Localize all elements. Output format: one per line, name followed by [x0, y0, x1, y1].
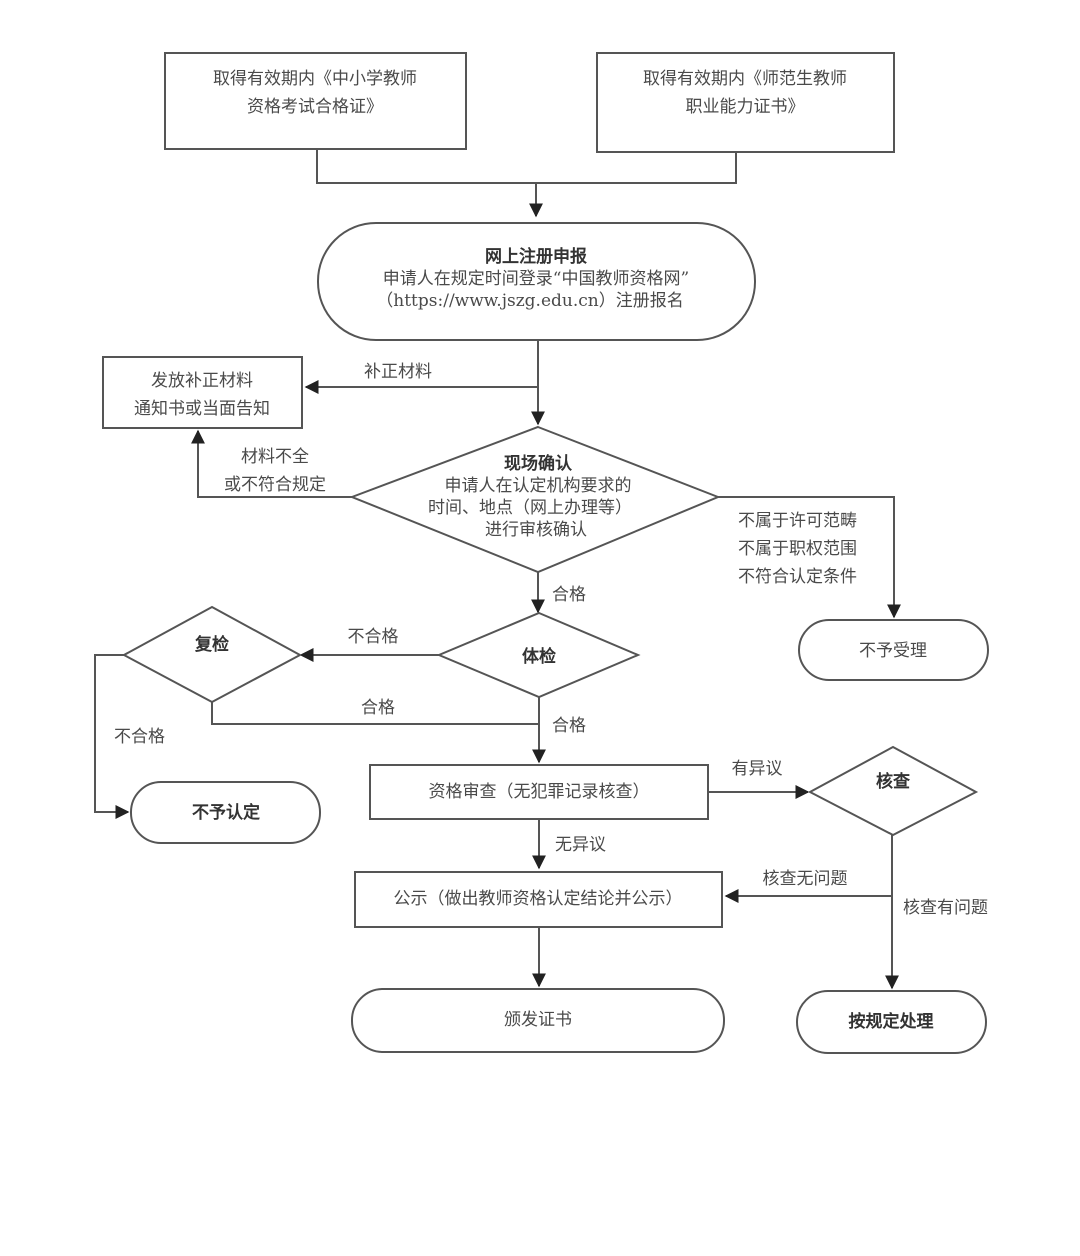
node-text: 按规定处理 — [849, 1011, 934, 1032]
node-verify: 核查 — [807, 745, 979, 837]
edge-cert-exam-merge — [316, 150, 737, 184]
edge-label-reexam-fail: 不合格 — [114, 727, 165, 747]
edge-label-incomplete: 材料不全 — [241, 447, 309, 467]
node-text: 申请人在规定时间登录“中国教师资格网” — [383, 269, 689, 289]
node-re-exam: 复检 — [121, 605, 303, 704]
node-not-accepted: 不予受理 — [798, 619, 989, 681]
node-text: 职业能力证书》 — [686, 97, 805, 117]
edge-label-rejected-reason: 不属于职权范围 — [738, 539, 857, 559]
node-text: 时间、地点（网上办理等） — [428, 498, 632, 518]
edge-label-onsite-pass: 合格 — [552, 585, 586, 605]
node-text: 核查 — [876, 771, 911, 792]
edge-label-verify-problem: 核查有问题 — [903, 898, 988, 918]
node-issue-cert: 颁发证书 — [351, 988, 725, 1053]
edge-reexam-to-not-certified — [94, 654, 130, 819]
edge-label-has-objection: 有异议 — [732, 759, 783, 779]
node-online-register: 网上注册申报 申请人在规定时间登录“中国教师资格网” （https://www.… — [317, 222, 756, 341]
node-physical-exam: 体检 — [436, 611, 641, 699]
edge-label-rejected-reason: 不符合认定条件 — [738, 567, 857, 587]
node-text: 复检 — [194, 634, 229, 655]
node-text: 不予受理 — [859, 641, 927, 661]
node-text: 颁发证书 — [504, 1010, 572, 1030]
node-cert-normal: 取得有效期内《师范生教师 职业能力证书》 — [596, 52, 895, 153]
edge-label-physical-fail: 不合格 — [348, 627, 399, 647]
node-qualification-review: 资格审查（无犯罪记录核查） — [369, 764, 709, 820]
edge-labels: 补正材料 材料不全 或不符合规定 不属于许可范畴 不属于职权范围 不符合认定条件… — [114, 362, 988, 918]
edge-confirm-to-not-accepted — [717, 496, 901, 619]
node-text: 公示（做出教师资格认定结论并公示） — [394, 889, 683, 909]
node-cert-exam: 取得有效期内《中小学教师 资格考试合格证》 — [164, 52, 467, 150]
node-text: 不予认定 — [192, 802, 260, 823]
node-title: 现场确认 — [504, 453, 573, 474]
node-text: 资格考试合格证》 — [247, 97, 383, 117]
edge-label-verify-ok: 核查无问题 — [763, 869, 848, 889]
node-text: 通知书或当面告知 — [134, 399, 270, 419]
node-supplement-notice: 发放补正材料 通知书或当面告知 — [102, 356, 303, 429]
node-text: 资格审查（无犯罪记录核查） — [429, 782, 650, 802]
edge-reexam-pass — [211, 702, 539, 725]
node-text: 申请人在认定机构要求的 — [445, 476, 632, 496]
connectors — [94, 150, 901, 990]
node-text: 发放补正材料 — [151, 371, 253, 391]
edge-label-reexam-pass: 合格 — [361, 698, 395, 718]
node-publicize: 公示（做出教师资格认定结论并公示） — [354, 871, 723, 928]
edge-label-incomplete: 或不符合规定 — [224, 475, 326, 495]
node-handle-per-rules: 按规定处理 — [796, 990, 987, 1054]
edge-label-no-objection: 无异议 — [555, 835, 606, 855]
node-title: 网上注册申报 — [485, 246, 587, 267]
edge-label-rejected-reason: 不属于许可范畴 — [738, 511, 857, 531]
node-text: 取得有效期内《师范生教师 — [643, 69, 847, 89]
node-text: 取得有效期内《中小学教师 — [213, 69, 417, 89]
node-not-certified: 不予认定 — [130, 781, 321, 844]
edge-confirm-to-supplement — [191, 429, 352, 498]
node-text: 进行审核确认 — [485, 520, 587, 540]
edge-label-physical-pass: 合格 — [552, 716, 586, 736]
node-text: （https://www.jszg.edu.cn）注册报名 — [376, 291, 683, 311]
node-onsite-confirm: 现场确认 申请人在认定机构要求的 时间、地点（网上办理等） 进行审核确认 — [349, 425, 721, 574]
node-text: 体检 — [522, 646, 556, 667]
edge-label-supplement: 补正材料 — [364, 362, 432, 382]
